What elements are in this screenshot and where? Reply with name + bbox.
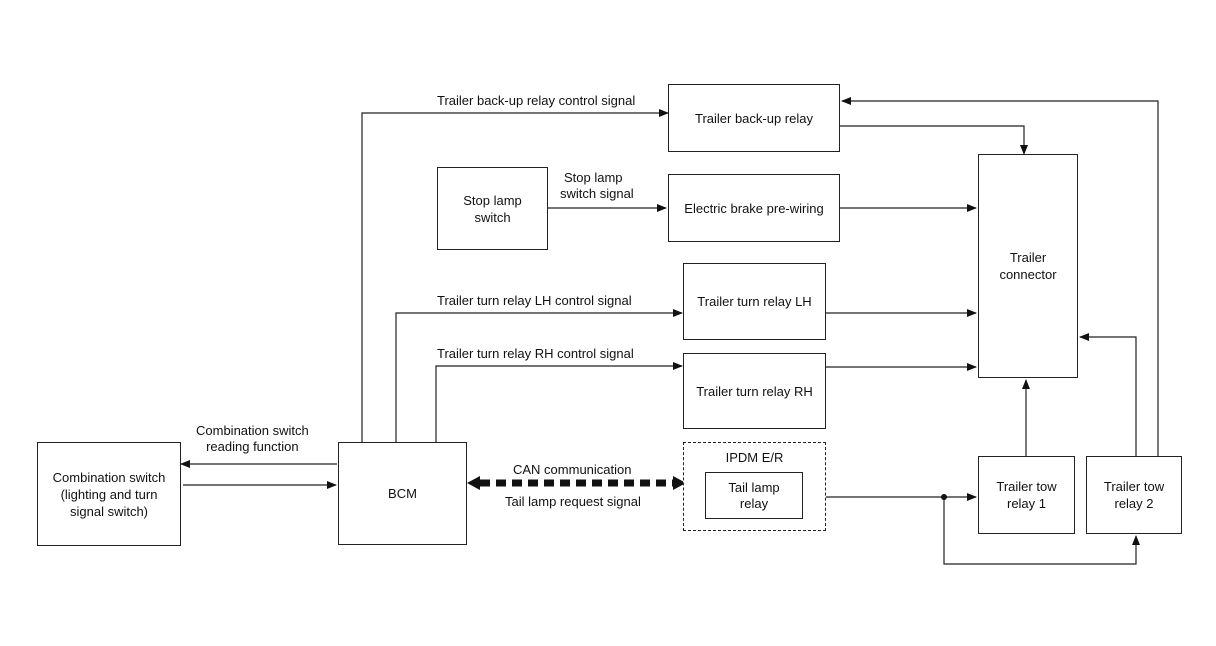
electric-brake-box: Electric brake pre-wiring — [668, 174, 840, 242]
turn-relay-rh-box: Trailer turn relay RH — [683, 353, 826, 429]
junction-dot — [941, 494, 947, 500]
label-can: CAN communication — [513, 462, 632, 477]
label-stop-lamp-signal: Stop lamp switch signal — [560, 170, 634, 201]
label-backup-signal: Trailer back-up relay control signal — [437, 93, 636, 108]
bcm-box: BCM — [338, 442, 467, 545]
label-turn-rh-signal: Trailer turn relay RH control signal — [437, 346, 634, 361]
edge-tow2-connector — [1079, 333, 1137, 456]
label-turn-lh-signal: Trailer turn relay LH control signal — [437, 293, 632, 308]
edge-bcm-turn-rh — [435, 362, 683, 442]
edge-tow2-backup-relay — [841, 97, 1159, 456]
combination-switch-box: Combination switch (lighting and turn si… — [37, 442, 181, 546]
can-bus — [467, 476, 686, 490]
stop-lamp-switch-box: Stop lamp switch — [437, 167, 548, 250]
edge-bcm-backup-relay — [361, 109, 669, 442]
trailer-backup-relay-box: Trailer back-up relay — [668, 84, 840, 152]
label-combination-reading: Combination switch reading function — [196, 423, 309, 454]
tail-lamp-relay-box: Tail lamp relay — [705, 472, 803, 519]
tow-relay-2-box: Trailer tow relay 2 — [1086, 456, 1182, 534]
edge-branch-tow2 — [943, 497, 1140, 565]
edge-bcm-turn-lh — [395, 309, 683, 442]
tow-relay-1-box: Trailer tow relay 1 — [978, 456, 1075, 534]
edge-backup-relay-connector — [840, 125, 1028, 155]
label-tail-lamp-request: Tail lamp request signal — [505, 494, 641, 509]
trailer-connector-box: Trailer connector — [978, 154, 1078, 378]
turn-relay-lh-box: Trailer turn relay LH — [683, 263, 826, 340]
